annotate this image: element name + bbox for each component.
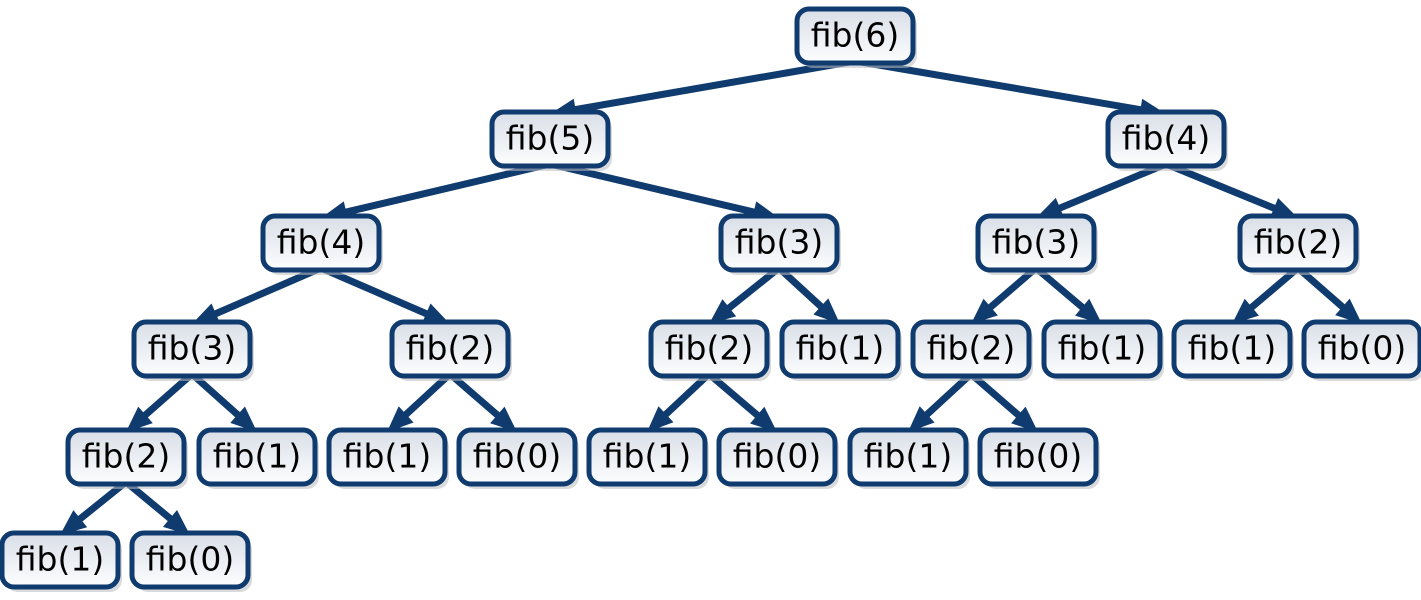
node-label: fib(2) [82,437,170,476]
tree-node[interactable]: fib(2) [648,319,771,381]
node-box[interactable] [456,427,578,487]
tree-node[interactable]: fib(6) [794,6,917,68]
tree-node[interactable]: fib(1) [1041,319,1164,381]
node-label: fib(1) [343,437,431,476]
node-label: fib(1) [603,437,691,476]
tree-node[interactable]: fib(1) [0,530,122,592]
node-box[interactable] [847,427,969,487]
node-box[interactable] [1041,319,1163,379]
tree-edge [189,371,257,432]
node-label: fib(3) [148,329,236,368]
node-label: fib(4) [277,223,365,262]
node-label: fib(0) [733,437,821,476]
node-label: fib(2) [1254,223,1342,262]
node-box[interactable] [326,427,448,487]
node-label: fib(4) [1122,119,1210,158]
node-label: fib(1) [1058,329,1146,368]
node-label: fib(0) [473,437,561,476]
node-label: fib(6) [811,16,899,55]
tree-edge [709,265,782,324]
tree-edge [706,371,777,432]
tree-node[interactable]: fib(1) [1171,319,1294,381]
tree-edge [126,371,195,432]
tree-node[interactable]: fib(0) [1301,319,1421,381]
node-box[interactable] [389,319,511,379]
node-box[interactable] [1105,109,1227,169]
node-label: fib(2) [927,329,1015,368]
tree-node[interactable]: fib(2) [389,319,512,381]
node-box[interactable] [0,530,121,590]
tree-edge [1164,160,1298,219]
node-label: fib(2) [406,329,494,368]
tree-node[interactable]: fib(1) [586,427,709,489]
node-box[interactable] [779,319,901,379]
node-label: fib(0) [146,540,234,579]
tree-node[interactable]: fib(1) [779,319,902,381]
tree-node[interactable]: fib(1) [326,427,449,489]
node-box[interactable] [977,427,1099,487]
node-box[interactable] [794,6,916,66]
node-label: fib(0) [994,437,1082,476]
tree-edge [908,371,974,432]
tree-node[interactable]: fib(0) [129,530,252,592]
node-label: fib(2) [665,329,753,368]
tree-node[interactable]: fib(0) [977,427,1100,489]
node-box[interactable] [910,319,1032,379]
node-box[interactable] [129,530,251,590]
node-label: fib(1) [16,540,104,579]
tree-edge [319,264,450,324]
node-label: fib(0) [1318,329,1406,368]
tree-node[interactable]: fib(1) [196,427,319,489]
tree-edge [1036,160,1168,219]
tree-edge [387,371,453,432]
node-label: fib(3) [735,223,823,262]
node-label: fib(1) [864,437,952,476]
tree-node[interactable]: fib(0) [456,427,579,489]
tree-node[interactable]: fib(4) [260,213,383,275]
node-box[interactable] [648,319,770,379]
tree-node[interactable]: fib(1) [847,427,970,489]
node-box[interactable] [586,427,708,487]
node-label: fib(1) [213,437,301,476]
tree-node[interactable]: fib(3) [718,213,841,275]
node-label: fib(5) [506,119,594,158]
node-box[interactable] [718,213,840,273]
node-box[interactable] [1237,213,1359,273]
tree-edge [447,371,517,432]
tree-node[interactable]: fib(3) [975,213,1098,275]
edges-layer [60,57,1362,535]
node-box[interactable] [1171,319,1293,379]
tree-node[interactable]: fib(0) [716,427,839,489]
node-box[interactable] [65,427,187,487]
node-label: fib(1) [796,329,884,368]
node-box[interactable] [131,319,253,379]
nodes-layer: fib(6) fib(5) fib(4) fib(4) fib(3) fib(3) fib(… [0,6,1421,592]
tree-edge [647,371,712,432]
tree-node[interactable]: fib(2) [1237,213,1360,275]
node-box[interactable] [260,213,382,273]
tree-node[interactable]: fib(2) [65,427,188,489]
tree-edge [192,264,323,324]
tree-node[interactable]: fib(2) [910,319,1033,381]
node-box[interactable] [975,213,1097,273]
tree-edge [968,371,1038,432]
node-label: fib(3) [992,223,1080,262]
tree-node[interactable]: fib(4) [1105,109,1228,171]
node-box[interactable] [489,109,611,169]
node-box[interactable] [196,427,318,487]
tree-node[interactable]: fib(3) [131,319,254,381]
node-label: fib(1) [1188,329,1276,368]
node-box[interactable] [716,427,838,487]
tree-node[interactable]: fib(5) [489,109,612,171]
node-box[interactable] [1301,319,1421,379]
